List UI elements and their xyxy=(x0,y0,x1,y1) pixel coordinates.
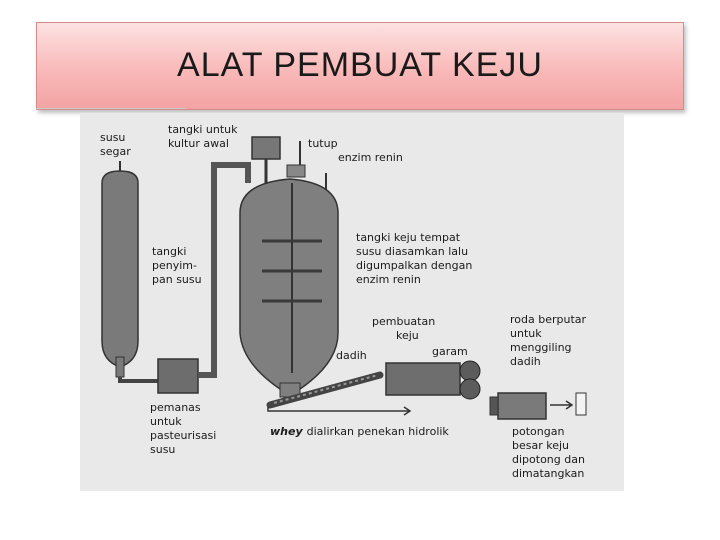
cheese-making-block xyxy=(385,362,461,396)
label-tangki-penyimpan-1: tangki xyxy=(152,245,186,258)
label-tangki-keju-3: digumpalkan dengan xyxy=(356,259,472,272)
label-tutup: tutup xyxy=(308,137,338,150)
label-potongan-3: dipotong dan xyxy=(512,453,585,466)
label-roda-4: dadih xyxy=(510,355,541,368)
label-tangki-penyimpan-3: pan susu xyxy=(152,273,202,286)
label-pemanas-3: pasteurisasi xyxy=(150,429,216,442)
grinding-wheel-top xyxy=(459,360,481,382)
cheese-vat xyxy=(239,178,339,398)
label-potongan-1: potongan xyxy=(512,425,564,438)
label-potongan-4: dimatangkan xyxy=(512,467,584,480)
label-roda-1: roda berputar xyxy=(510,313,587,326)
label-pemanas-2: untuk xyxy=(150,415,182,428)
label-tangki-keju-4: enzim renin xyxy=(356,273,421,286)
grinding-wheel-bottom xyxy=(459,378,481,400)
label-tangki-keju-1: tangki keju tempat xyxy=(356,231,461,244)
cheese-block-output xyxy=(575,392,587,416)
label-garam: garam xyxy=(432,345,468,358)
title-banner xyxy=(36,22,684,110)
hydraulic-press xyxy=(497,392,547,420)
label-tangki-kultur-2: kultur awal xyxy=(168,137,229,150)
starter-culture-tank xyxy=(251,136,281,160)
title-underline xyxy=(36,108,186,109)
curd-conveyor xyxy=(266,371,384,409)
label-roda-2: untuk xyxy=(510,327,542,340)
label-pemanas-1: pemanas xyxy=(150,401,201,414)
label-tangki-penyimpan-2: penyim- xyxy=(152,259,197,272)
label-dadih: dadih xyxy=(336,349,367,362)
label-pemanas-4: susu xyxy=(150,443,175,456)
storage-tank xyxy=(101,161,139,378)
label-pembuatan-keju-1: pembuatan xyxy=(372,315,435,328)
label-enzim-renin: enzim renin xyxy=(338,151,403,164)
slide-title: ALAT PEMBUAT KEJU xyxy=(177,46,543,84)
label-whey: whey xyxy=(270,425,303,438)
pasteurizer-box xyxy=(157,358,199,394)
label-susu-segar-1: susu xyxy=(100,131,125,144)
label-whey-rest: dialirkan penekan hidrolik xyxy=(307,425,450,438)
label-roda-3: menggiling xyxy=(510,341,572,354)
label-tangki-kultur-1: tangki untuk xyxy=(168,123,238,136)
label-potongan-2: besar keju xyxy=(512,439,569,452)
label-tangki-keju-2: susu diasamkan lalu xyxy=(356,245,468,258)
label-susu-segar-2: segar xyxy=(100,145,131,158)
label-pembuatan-keju-2: keju xyxy=(396,329,419,342)
